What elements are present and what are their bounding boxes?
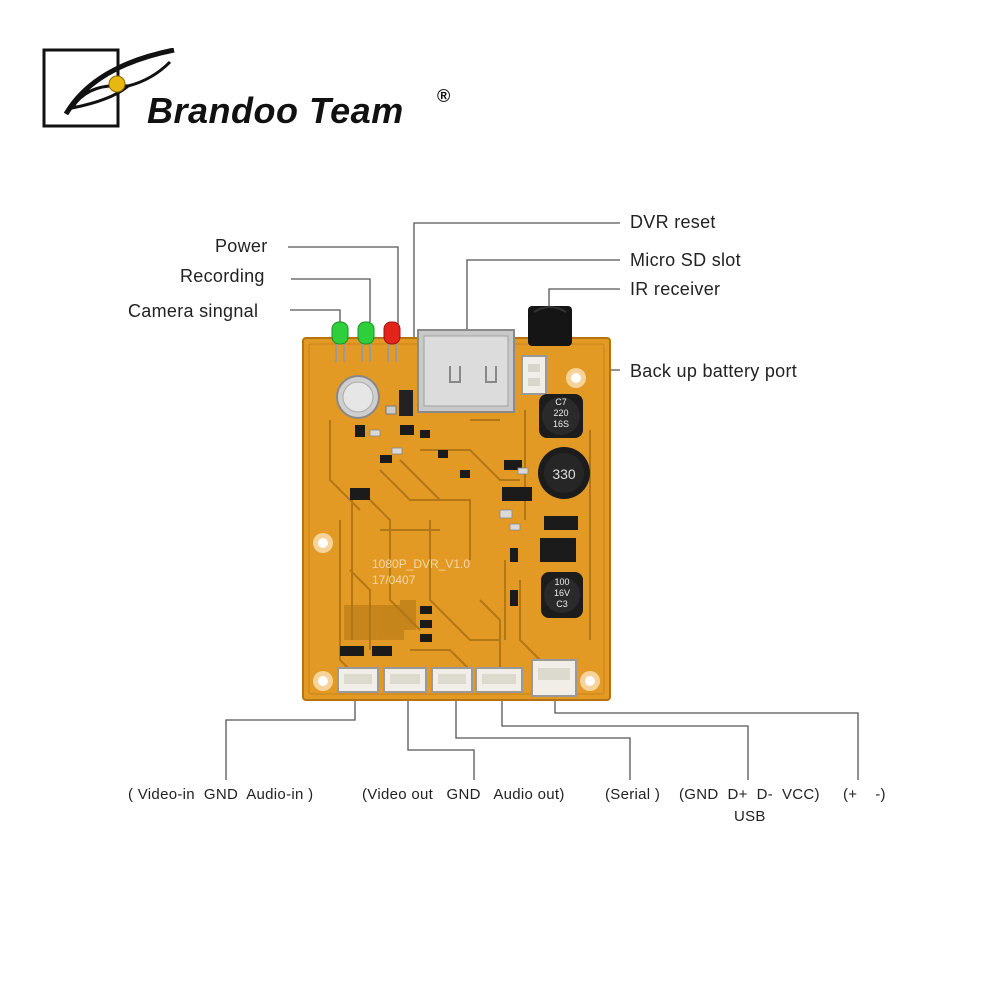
connector-video-out [383, 667, 427, 693]
brand-logo [42, 48, 175, 128]
label-usb-caption: USB [734, 808, 766, 825]
cap1-line2: 220 [553, 408, 568, 418]
capacitor-c3: 100 16V C3 [541, 572, 583, 618]
connector-serial-usb [475, 667, 523, 693]
leader-serial [501, 696, 749, 780]
leader-micro-sd [466, 259, 620, 330]
label-power: Power [215, 236, 268, 256]
leader-lines [225, 222, 859, 780]
cap2-line1: 100 [554, 577, 569, 587]
leader-video-out [407, 696, 475, 780]
leader-audio-out [455, 696, 631, 780]
led-power [383, 321, 401, 362]
capacitor-c7: C7 220 16S [539, 394, 583, 438]
label-power-port: (+ -) [843, 786, 886, 803]
label-serial-port: (Serial ) [605, 786, 661, 803]
label-video-in-port: ( Video-in GND Audio-in ) [128, 786, 314, 803]
led-recording [357, 321, 375, 362]
leader-dvr-reset [413, 222, 620, 350]
label-backup-battery-port: Back up battery port [630, 361, 798, 381]
silk-model: 1080P_DVR_V1.0 [372, 557, 470, 571]
connector-video-in [337, 667, 379, 693]
leader-video-in [225, 696, 356, 780]
inductor-label: 330 [552, 466, 576, 482]
registered-mark: ® [437, 86, 451, 106]
micro-sd-slot [417, 329, 515, 413]
brand-name: Brandoo Team [147, 90, 404, 131]
silk-date: 17/0407 [372, 573, 416, 587]
leader-ir-receiver [548, 288, 620, 310]
leader-camera-signal [290, 309, 341, 322]
label-camera-signal: Camera singnal [128, 301, 259, 321]
leader-power-port [554, 700, 859, 780]
ir-receiver [528, 306, 572, 346]
backup-cell [336, 375, 380, 419]
pcb-board: C7 220 16S 330 100 16V C3 [302, 306, 611, 701]
backup-battery-port [521, 355, 547, 395]
label-recording: Recording [180, 266, 265, 286]
cap2-line2: 16V [554, 588, 570, 598]
label-video-out-port: (Video out GND Audio out) [362, 786, 565, 803]
connector-audio-out [431, 667, 473, 693]
mounting-holes [313, 368, 600, 691]
label-ir-receiver: IR receiver [630, 279, 721, 299]
led-camera-signal [331, 321, 349, 362]
label-micro-sd-slot: Micro SD slot [630, 250, 741, 270]
cap1-line1: C7 [555, 397, 567, 407]
leader-recording [291, 278, 371, 322]
connector-power [531, 659, 577, 697]
cap2-line3: C3 [556, 599, 568, 609]
leader-power [288, 246, 399, 330]
cap1-line3: 16S [553, 419, 569, 429]
label-dvr-reset: DVR reset [630, 212, 716, 232]
label-usb-port: (GND D+ D- VCC) [679, 786, 820, 803]
inductor-330: 330 [538, 447, 590, 499]
ic-chips [340, 425, 578, 656]
